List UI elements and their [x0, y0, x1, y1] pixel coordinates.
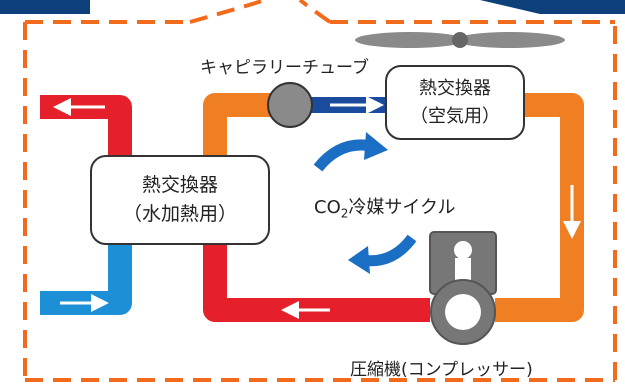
compressor-label: 圧縮機(コンプレッサー) — [350, 360, 533, 380]
refrigerant-pipe-red — [203, 235, 430, 322]
capillary-tube-icon — [267, 82, 313, 128]
refrigerant-cycle-label: CO2冷媒サイクル — [314, 193, 456, 221]
hx-air-line2: （空気用） — [410, 105, 500, 127]
heat-exchanger-air-box: 熱交換器 （空気用） — [385, 65, 525, 140]
circulation-arrow-bottom — [361, 234, 417, 267]
dashed-frame — [23, 0, 617, 382]
top-band — [0, 0, 90, 14]
hx-water-line1: 熱交換器 — [141, 173, 218, 196]
heat-exchanger-water-box: 熱交換器 （水加熱用） — [90, 155, 270, 245]
circulation-arrowhead-bottom — [348, 246, 370, 274]
compressor-icon — [429, 231, 497, 345]
cycle-label-prefix: CO — [314, 197, 341, 218]
capillary-tube-label: キャピラリーチューブ — [200, 58, 369, 78]
refrigerant-pipe-orange — [203, 93, 275, 175]
circulation-arrowhead-top — [364, 132, 388, 160]
top-band — [480, 0, 625, 14]
circulation-arrow-top — [313, 139, 374, 172]
hx-air-line1: 熱交換器 — [419, 77, 491, 99]
fan-icon — [355, 32, 565, 48]
cycle-label-subscript: 2 — [340, 206, 349, 221]
hx-water-line2: （水加熱用） — [122, 203, 237, 225]
cycle-label-suffix: 冷媒サイクル — [348, 197, 456, 218]
